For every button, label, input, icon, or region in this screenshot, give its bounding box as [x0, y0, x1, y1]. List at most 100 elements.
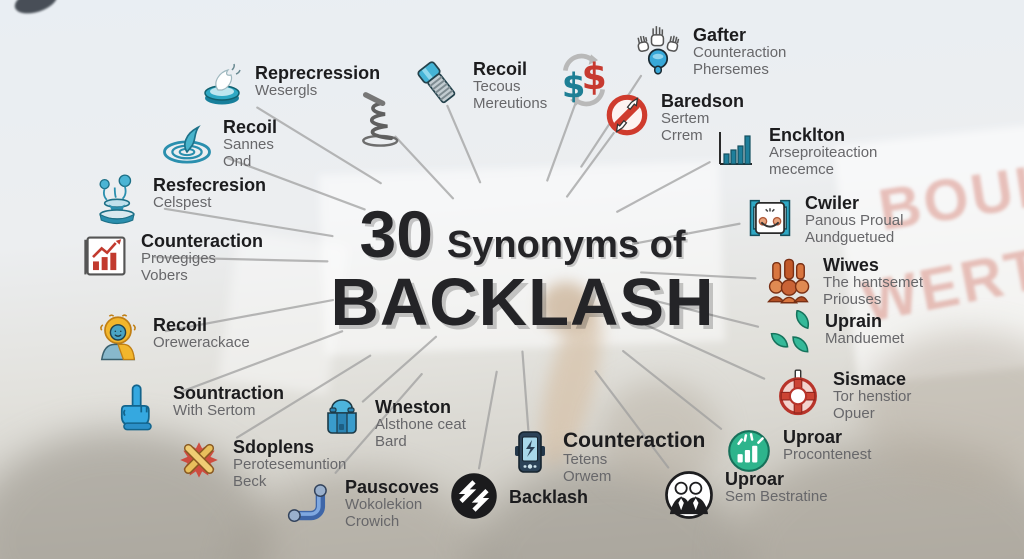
svg-text:$: $ [562, 67, 586, 106]
background-fist [540, 282, 592, 332]
jacket-icon [318, 396, 366, 444]
person-icon [92, 314, 144, 366]
title-keyword: BACKLASH [330, 265, 715, 340]
synonym-item-spring [350, 90, 408, 148]
synonym-subtext: mecemce [769, 160, 835, 178]
backlash-logo-icon [448, 470, 500, 522]
synonym-subtext: With Sertom [173, 401, 256, 419]
crowd-icon [762, 254, 814, 306]
synonym-label: Encklton [769, 125, 846, 145]
background-crowd [600, 380, 720, 490]
synonym-subtext: Manduemet [825, 329, 905, 347]
synonym-subtext: Mereutions [473, 94, 548, 112]
synonym-subtext: Bard [375, 432, 407, 450]
title-count: 30 [359, 197, 433, 271]
synonym-subtext: The hantsemet [823, 273, 924, 291]
lifebuoy-icon [772, 368, 824, 420]
robot-face-icon [744, 192, 796, 244]
synonym-item-dollar: $$ [556, 52, 612, 108]
raised-hands-icon [632, 24, 684, 76]
synonym-label: Uproar [725, 469, 785, 489]
synonym-label: Counteraction [563, 429, 706, 452]
synonym-label: Baredson [661, 91, 745, 111]
synonym-label: Sdoplens [233, 437, 315, 457]
synonym-label: Recoil [223, 117, 278, 137]
smartphone-icon [506, 428, 554, 476]
page-title: 30 Synonyms of BACKLASH [330, 196, 715, 341]
synonym-label: Reprecression [255, 63, 381, 83]
people-circle-icon [662, 468, 716, 522]
leaves-icon [766, 310, 816, 360]
synonym-subtext: Beck [233, 472, 267, 490]
spring-icon [350, 90, 408, 148]
synonym-label: Backlash [509, 486, 589, 507]
synonym-subtext: Orewerackace [153, 333, 250, 351]
synonym-subtext: Sertem [661, 109, 710, 127]
no-entry-icon [602, 90, 652, 140]
synonym-subtext: Wesergls [255, 81, 318, 99]
fountain-icon [90, 174, 144, 228]
pipe-icon [286, 476, 336, 526]
synonym-subtext: Tecous [473, 77, 521, 95]
chart-document-icon [80, 230, 132, 282]
synonym-subtext: Orwem [563, 467, 612, 485]
synonym-item-backlash: Backlash [448, 470, 588, 522]
synonym-subtext: Alsthone ceat [375, 415, 466, 433]
synonym-subtext: Provegiges [141, 249, 217, 267]
synonym-label: Wneston [375, 397, 451, 417]
synonym-subtext: Crrem [661, 126, 703, 144]
synonym-label: Uproar [783, 427, 843, 447]
bar-chart-icon [712, 124, 760, 172]
growth-chart-circle-icon [724, 426, 774, 476]
synonym-label: Gafter [693, 25, 747, 45]
synonym-subtext: Vobers [141, 266, 188, 284]
synonym-label: Recoil [473, 59, 528, 79]
dollar-exchange-icon: $$ [556, 52, 612, 108]
synonym-subtext: Celspest [153, 193, 212, 211]
synonym-subtext: Tor henstior [833, 387, 912, 405]
synonym-subtext: Wokolekion [345, 495, 423, 513]
synonym-label: Sismace [833, 369, 907, 389]
synonym-subtext: Tetens [563, 450, 608, 468]
crossed-bats-icon [174, 436, 224, 486]
synonym-label: Recoil [153, 315, 208, 335]
synonym-subtext: Priouses [823, 290, 882, 308]
synonym-subtext: Crowich [345, 512, 400, 530]
synonym-label: Counteraction [141, 231, 264, 251]
synonym-label: Pauscoves [345, 477, 440, 497]
synonym-subtext: Opuer [833, 404, 875, 422]
background-crowd [860, 330, 1024, 490]
